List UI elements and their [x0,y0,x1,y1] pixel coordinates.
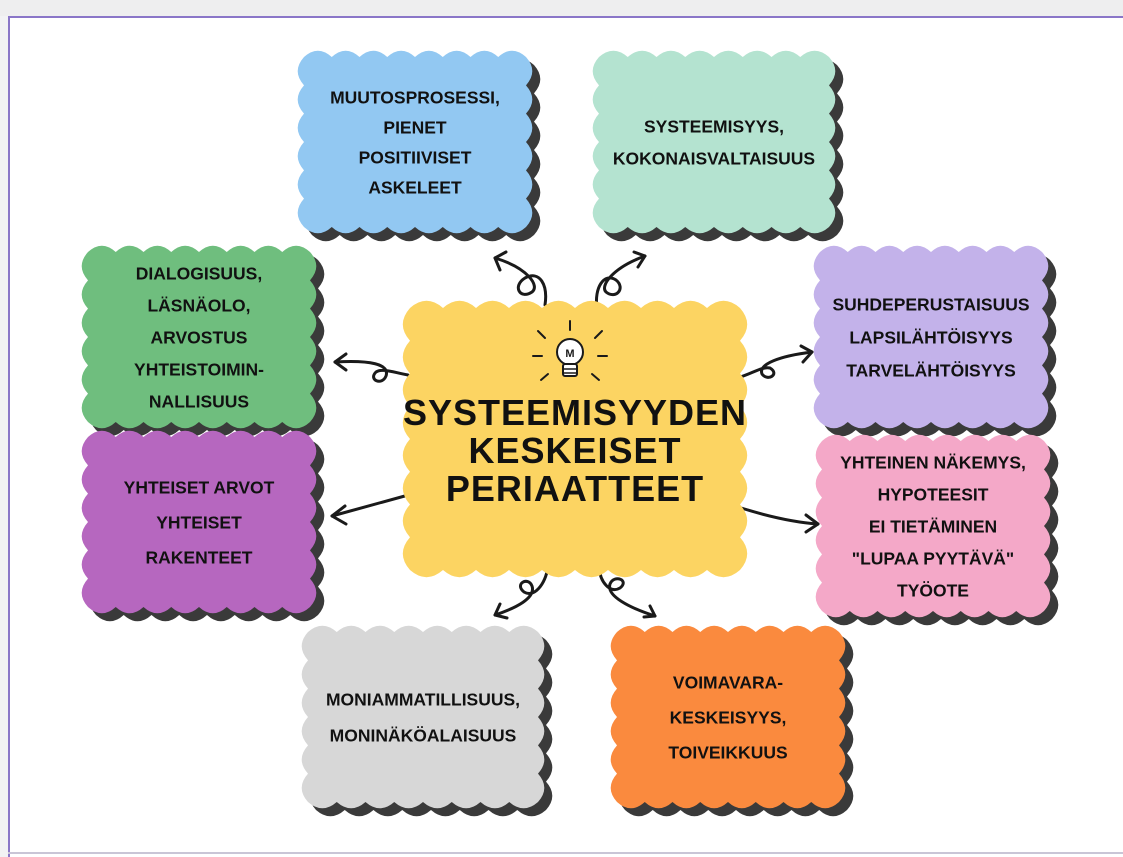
box-label-line: EI TIETÄMINEN [869,516,997,536]
principle-box-bottom-left: MONIAMMATILLISUUS, MONINÄKÖALAISUUS [301,625,553,817]
box-cloud [81,245,317,429]
box-label-line: TOIVEIKKUUS [668,742,787,762]
box-cloud [297,50,533,234]
box-label-line: YHTEISET [156,512,242,532]
arrow-to-right-lower [736,505,820,526]
principle-box-top-left: MUUTOSPROSESSI, PIENET POSITIIVISET ASKELEE… [297,50,541,242]
box-label-line: TYÖOTE [897,580,969,600]
center-title-line: KESKEISET [468,430,681,471]
box-label-line: TARVELÄHTÖISYYS [846,360,1016,380]
arrow-to-top-right [594,254,647,310]
frame-bottom-edge [8,852,1123,854]
principle-box-left-upper: DIALOGISUUS, LÄSNÄOLO, ARVOSTUS YHTEISTOIMI… [81,245,325,437]
box-label-line: "LUPAA PYYTÄVÄ" [852,548,1014,568]
principle-box-left-lower: YHTEISET ARVOT YHTEISET RAKENTEET [81,430,325,622]
box-label-line: SYSTEEMISYYS, [644,116,784,136]
box-label-line: YHTEINEN NÄKEMYS, [840,452,1026,472]
arrow-to-right-upper [735,350,814,380]
box-label-line: HYPOTEESIT [878,484,989,504]
box-label-line: MONIAMMATILLISUUS, [326,689,520,709]
box-label-line: ASKELEET [368,177,462,197]
box-label-line: MONINÄKÖALAISUUS [330,725,517,745]
box-cloud [813,245,1049,429]
box-label-line: LAPSILÄHTÖISYYS [849,327,1012,347]
principle-box-right-upper: SUHDEPERUSTAISUUS LAPSILÄHTÖISYYS TARVELÄH… [813,245,1057,437]
connector-arrows [330,250,820,620]
box-label-line: MUUTOSPROSESSI, [330,87,500,107]
box-cloud [815,434,1051,618]
principle-boxes: MUUTOSPROSESSI, PIENET POSITIIVISET ASKELEE… [81,50,1059,817]
box-cloud [610,625,846,809]
box-label-line: DIALOGISUUS, [136,263,262,283]
principle-box-bottom-right: VOIMAVARA- KESKEISYYS, TOIVEIKKUUS [610,625,854,817]
arrow-to-top-left [493,256,548,307]
light-bulb-icon: M [532,320,608,381]
center-title-line: SYSTEEMISYYDEN [403,392,747,433]
box-cloud [81,430,317,614]
center-cloud [402,300,748,578]
box-label-line: YHTEISTOIMIN- [134,359,264,379]
box-label-line: ARVOSTUS [151,327,248,347]
box-label-line: VOIMAVARA- [673,672,783,692]
center-title-line: PERIAATTEET [446,468,704,509]
arrow-to-bottom-right [597,565,657,618]
box-label-line: RAKENTEET [146,547,253,567]
box-cloud [592,50,836,234]
box-label-line: LÄSNÄOLO, [147,295,250,315]
top-bar [0,0,1123,16]
principle-box-right-lower: YHTEINEN NÄKEMYS, HYPOTEESIT EI TIETÄMINEN… [815,434,1059,626]
box-label-line: SUHDEPERUSTAISUUS [832,294,1029,314]
box-label-line: KESKEISYYS, [670,707,787,727]
principle-box-top-right: SYSTEEMISYYS, KOKONAISVALTAISUUS [592,50,844,242]
box-label-line: YHTEISET ARVOT [124,477,275,497]
box-label-line: KOKONAISVALTAISUUS [613,148,815,168]
arrow-to-left-upper [333,360,410,383]
arrow-to-bottom-left [493,565,550,617]
bulb-letter: M [565,348,574,360]
box-label-line: PIENET [383,117,447,137]
box-cloud [301,625,545,809]
box-label-line: NALLISUUS [149,391,249,411]
box-label-line: POSITIIVISET [359,147,472,167]
